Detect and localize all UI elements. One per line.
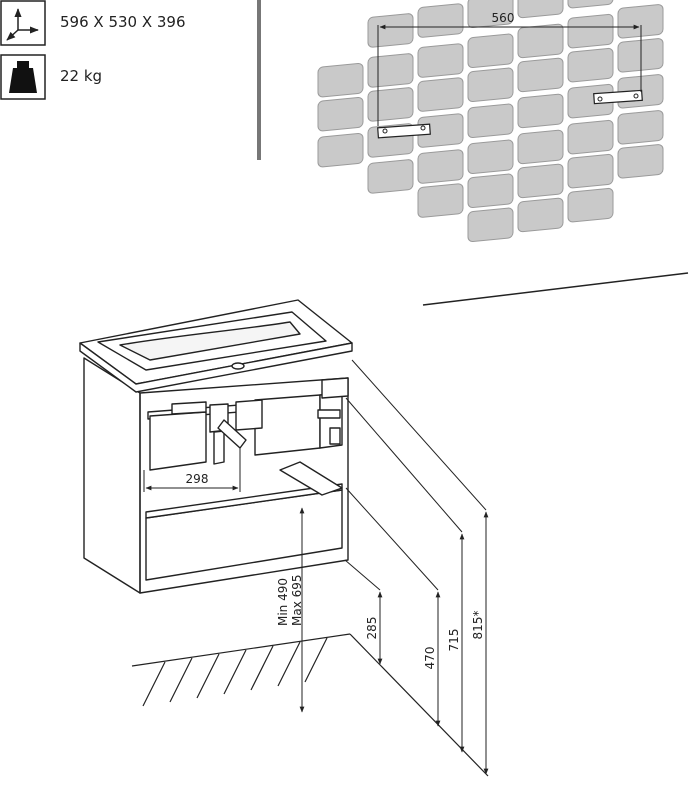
wall-tile [517,197,564,233]
wall-tile [467,103,514,138]
height-470-label: 470 [423,647,437,670]
height-285-label: 285 [365,617,379,640]
wall-tile [317,63,364,98]
divider-line [257,0,261,160]
wall-tile [367,53,414,88]
wall-bracket-left [377,123,431,139]
wall-tile [467,139,514,174]
wall-tile [567,119,614,155]
dimensions-text: 596 X 530 X 396 [60,13,186,31]
weight-text: 22 kg [60,67,102,85]
wall-tile [617,110,664,145]
floor-hatch-line [250,645,274,691]
wall-tile [467,207,514,242]
wall-tile [317,133,364,168]
bracket-spacing-label: 560 [492,11,515,25]
wall-tile [617,144,664,179]
wall-tile [417,3,464,38]
floor-hatch-line [277,641,301,687]
height-715-label: 715 [447,629,461,652]
wall-tile [517,93,564,129]
wall-tile [417,149,464,184]
wall-tiles [317,0,664,242]
floor-hatch-line [223,649,247,695]
wall-tile [467,33,514,68]
wall-tile [317,97,364,132]
floor-hatch-line [304,637,328,683]
siphon-offset-label: 298 [186,472,209,486]
wall-tile [417,77,464,112]
wall-tile [517,129,564,165]
wall-tile [567,0,614,9]
wall-tile [517,57,564,93]
wall-tile [567,153,614,189]
bracket-spacing-dimension [377,24,642,126]
wall-bracket-right [593,89,643,105]
wall-tile [517,0,564,19]
wall-tile [467,173,514,208]
wall-tile [567,13,614,49]
dimensions-icon [0,0,46,46]
height-dimensions [344,359,489,775]
wall-tile [417,183,464,218]
wall-tile [367,159,414,194]
siphon-offset-dimension [143,448,241,492]
wall-tile [467,67,514,102]
floor-hatch-line [169,657,193,703]
wall-tile [417,43,464,78]
floor-line-wall [422,272,689,306]
floor [131,633,489,777]
height-815-label: 815* [471,611,485,640]
wall-tile [567,187,614,223]
floor-hatch-line [196,653,220,699]
wall-tile [367,13,414,48]
weight-icon [0,54,46,100]
wall-tile [567,47,614,83]
wall-tile [367,87,414,122]
wall-tile [517,163,564,199]
mount-height-max-label: Max 695 [290,574,304,626]
wall-tile [517,23,564,59]
mount-height-min-label: Min 490 [276,578,290,626]
floor-hatch-line [142,661,166,707]
vanity-cabinet [79,299,353,594]
